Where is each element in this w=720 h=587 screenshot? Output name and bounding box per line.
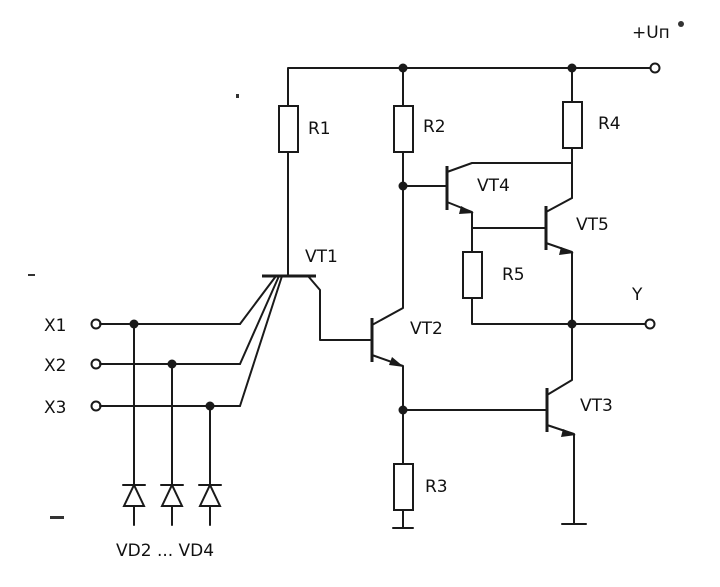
transistor-vt1 (239, 274, 371, 407)
resistor-r2 (393, 67, 414, 187)
supply-rail (287, 62, 661, 107)
x2-label: X2 (44, 356, 66, 376)
r4-label: R4 (598, 114, 621, 134)
vt1-label: VT1 (305, 247, 338, 267)
supply-label: +Uп (632, 23, 670, 43)
vt4-label: VT4 (477, 176, 510, 196)
transistor-vt2 (370, 185, 404, 411)
output-y (567, 318, 656, 330)
input-x2 (90, 358, 241, 370)
transistor-vt5 (544, 197, 574, 325)
r5-label: R5 (502, 265, 525, 285)
vt3-label: VT3 (580, 396, 613, 416)
scan-specks (28, 21, 684, 519)
diodes-label: VD2 ... VD4 (116, 541, 214, 561)
supply-terminal (649, 62, 661, 74)
r2-label: R2 (423, 117, 446, 137)
resistor-r4 (562, 67, 583, 199)
r1-label: R1 (308, 119, 331, 139)
r3-label: R3 (425, 477, 448, 497)
transistor-vt3 (545, 323, 587, 525)
resistor-r3 (392, 409, 414, 529)
input-x3 (90, 400, 241, 412)
vt2-label: VT2 (410, 319, 443, 339)
x3-label: X3 (44, 398, 66, 418)
x1-label: X1 (44, 316, 66, 336)
resistor-r1 (278, 105, 299, 277)
output-label: Y (631, 285, 643, 305)
diodes-vd2-vd4 (122, 323, 222, 526)
input-x1 (90, 318, 241, 330)
transistor-vt4 (445, 162, 573, 231)
resistor-r5 (462, 227, 573, 325)
vt5-label: VT5 (576, 215, 609, 235)
